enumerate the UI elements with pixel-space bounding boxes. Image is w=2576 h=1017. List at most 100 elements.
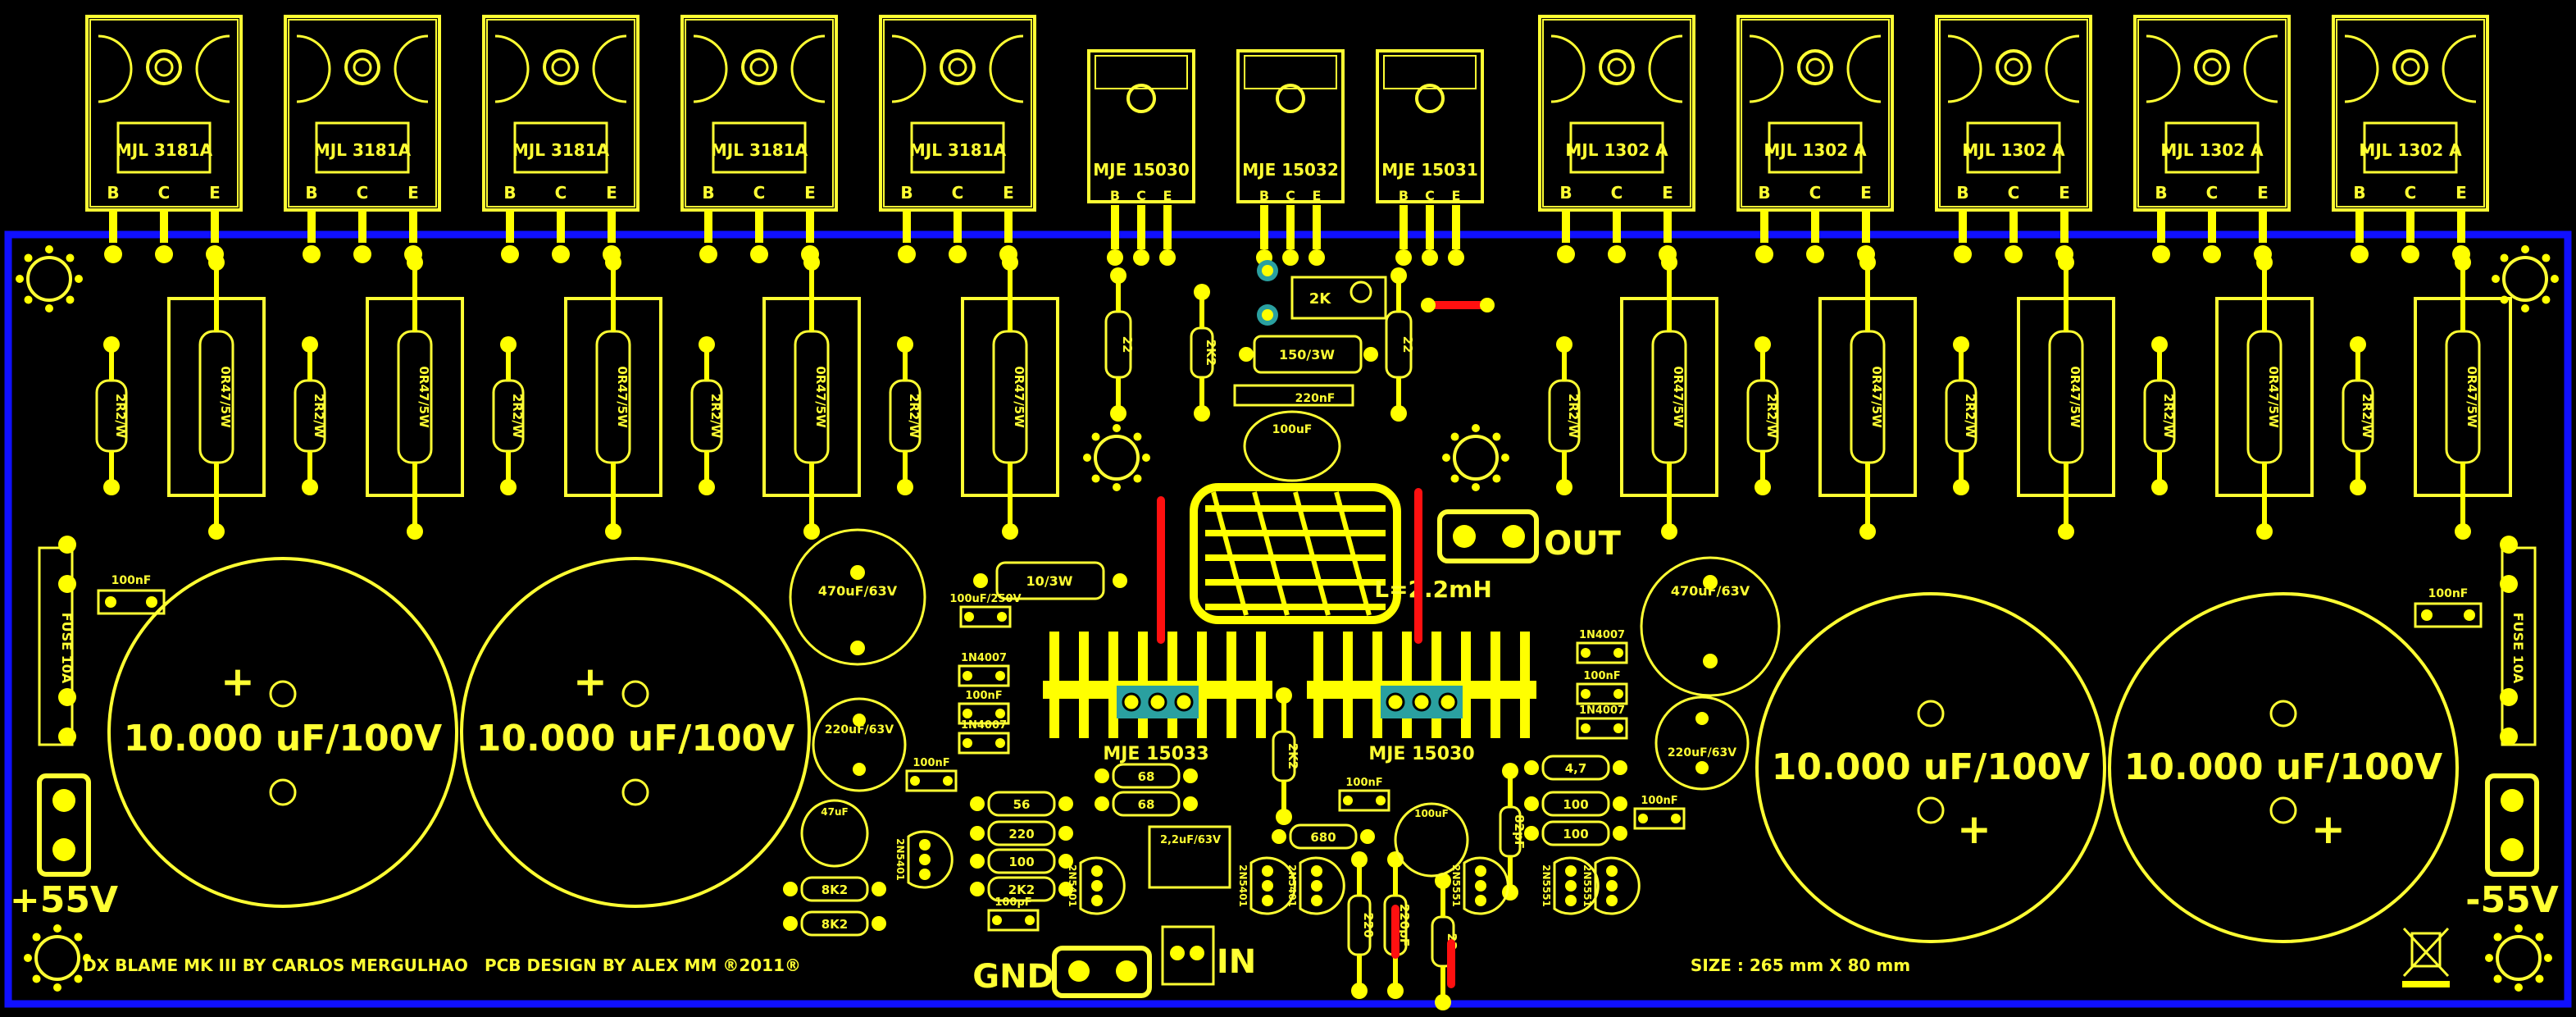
cap-2-2u: 2,2uF/63V — [1148, 825, 1231, 889]
pin-label: C — [2008, 183, 2020, 203]
svg-text:47uF: 47uF — [821, 806, 848, 818]
svg-text:FUSE 10A: FUSE 10A — [2510, 613, 2526, 684]
svg-text:680: 680 — [1310, 830, 1336, 845]
pin-label: B — [900, 183, 913, 203]
transistor-label: MJL 1302 A — [2359, 140, 2462, 160]
svg-text:100uF: 100uF — [1272, 423, 1313, 436]
pos-supply-label: +55V — [10, 879, 118, 921]
pin-label: C — [1809, 183, 1822, 203]
cap-470-left: 470uF/63V — [789, 528, 926, 666]
small-part: 1N4007 — [1576, 629, 1628, 664]
cap-100n-right: 100nF — [2414, 587, 2483, 628]
fuse-right: FUSE 10A — [2500, 536, 2537, 746]
svg-text:0R47/5W: 0R47/5W — [2266, 366, 2281, 428]
svg-text:2N5401: 2N5401 — [894, 838, 906, 881]
cap-220-left: 220uF/63V — [812, 697, 907, 792]
svg-text:B: B — [1399, 188, 1409, 203]
svg-text:0R47/5W: 0R47/5W — [813, 366, 828, 428]
pin-label: B — [702, 183, 714, 203]
svg-text:100nF: 100nF — [112, 574, 152, 587]
svg-text:100pF: 100pF — [994, 896, 1031, 909]
svg-text:100uF: 100uF — [1414, 808, 1449, 819]
pin-label: E — [1860, 183, 1872, 203]
cap-100u-lower: 100uF — [1394, 802, 1469, 878]
resistor: 8K2 — [783, 876, 886, 902]
cap-label: 10.000 uF/100V — [2124, 746, 2442, 788]
svg-text:4,7: 4,7 — [1565, 761, 1587, 776]
transistor-label: MJL 3181A — [909, 140, 1007, 160]
svg-text:2R2/W: 2R2/W — [2360, 394, 2374, 439]
svg-text:2K: 2K — [1309, 290, 1332, 308]
svg-text:2R2/W: 2R2/W — [1963, 394, 1978, 439]
pin-label: C — [357, 183, 369, 203]
svg-text:82pF: 82pF — [1512, 814, 1527, 849]
main-capacitor-right-2: 10.000 uF/100V + — [2108, 592, 2459, 943]
svg-text:2R2/W: 2R2/W — [1566, 394, 1581, 439]
svg-text:B: B — [1259, 188, 1269, 203]
small-part: 1N4007 — [1576, 705, 1628, 740]
small-part: 100nF — [1338, 777, 1390, 812]
emitter-resistor: 0R47/5W — [2414, 254, 2512, 540]
resistor: 2K2 — [1272, 687, 1300, 825]
small-part: 1N4007 — [958, 719, 1010, 755]
svg-text:100nF: 100nF — [1641, 795, 1677, 807]
pin-label: B — [503, 183, 516, 203]
transistor-label: MJL 3181A — [512, 140, 610, 160]
transistor-label: MJL 1302 A — [2160, 140, 2264, 160]
resistor: 680 — [1272, 823, 1375, 850]
svg-text:2N5551: 2N5551 — [1450, 864, 1462, 907]
pin-label: E — [2455, 183, 2467, 203]
emitter-resistor: 0R47/5W — [564, 254, 662, 540]
svg-text:C: C — [1286, 188, 1295, 203]
svg-text:100: 100 — [1008, 855, 1034, 869]
emitter-resistor: 0R47/5W — [1818, 254, 1917, 540]
pin-label: C — [158, 183, 171, 203]
svg-text:+: + — [1957, 805, 1991, 853]
small-transistor: 2N5401 — [1237, 856, 1296, 915]
svg-text:2R2/W: 2R2/W — [708, 394, 723, 439]
input-terminal: IN — [1161, 925, 1256, 986]
base-resistor: 2R2/W — [2143, 336, 2176, 495]
small-part: 1N4007 — [958, 652, 1010, 687]
svg-text:220nF: 220nF — [1295, 392, 1336, 405]
mounting-hole — [24, 924, 91, 992]
transistor-label: MJL 3181A — [314, 140, 412, 160]
svg-text:220uF/63V: 220uF/63V — [1668, 746, 1736, 759]
svg-text:100nF: 100nF — [965, 690, 1002, 702]
mounting-hole — [16, 245, 83, 312]
cap-470-right: 470uF/63V — [1640, 556, 1781, 697]
transistor-label: MJL 1302 A — [1764, 140, 1867, 160]
svg-text:100nF: 100nF — [1345, 777, 1382, 789]
svg-text:0R47/5W: 0R47/5W — [1671, 366, 1686, 428]
transistor-label: MJL 3181A — [711, 140, 808, 160]
svg-text:68: 68 — [1138, 769, 1155, 784]
svg-text:220: 220 — [1361, 912, 1376, 937]
small-transistor: 2N5551 — [1541, 856, 1600, 915]
fuse-left: FUSE 10A — [38, 536, 76, 746]
small-transistor: 2N5401 — [894, 830, 953, 889]
resistor: 100 — [1524, 791, 1627, 817]
svg-text:2R2/W: 2R2/W — [1764, 394, 1779, 439]
svg-text:E: E — [1452, 188, 1461, 203]
resistor: 68 — [1095, 763, 1198, 789]
small-part: 100nF — [958, 690, 1010, 725]
svg-text:1N4007: 1N4007 — [1579, 629, 1625, 641]
emitter-resistor: 0R47/5W — [1620, 254, 1718, 540]
base-resistor: 2R2/W — [2342, 336, 2374, 495]
svg-text:2N5401: 2N5401 — [1237, 864, 1249, 907]
cap-220n: 220nF — [1233, 384, 1354, 407]
small-part: 100nF — [1576, 670, 1628, 705]
svg-text:100: 100 — [1563, 797, 1588, 812]
cap-220-right: 220uF/63V — [1654, 695, 1750, 791]
svg-text:0R47/5W: 0R47/5W — [615, 366, 630, 428]
cap-label: 10.000 uF/100V — [1772, 746, 2090, 788]
svg-text:470uF/63V: 470uF/63V — [818, 583, 898, 599]
output-terminal: OUT — [1437, 509, 1622, 563]
svg-text:100: 100 — [1563, 827, 1588, 841]
